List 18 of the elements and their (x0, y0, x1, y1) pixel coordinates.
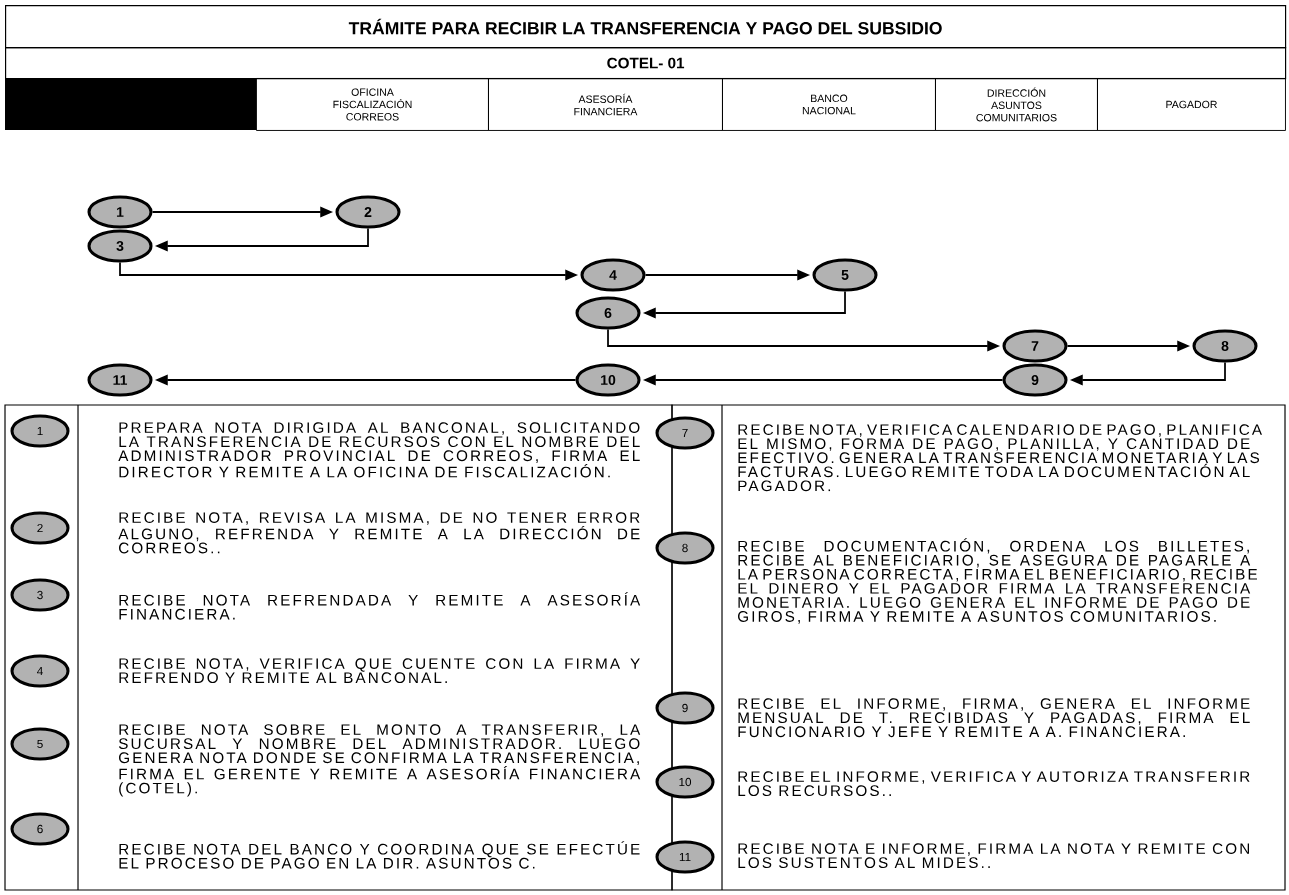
step-description: RECIBE DOCUMENTACIÓN, ORDENA LOS BILLETES, RECIBE AL BENEFICIARIO, SE ASEGURA DE PAGARLE A LA PERSONA CORRECTA, FIRMA EL BENEFICIARIO, RECIBE EL DINERO Y EL PAGADOR FIRMA LA TRANSFERENCIA MONETARIA. LUEGO GENERA EL INFORME DE PAGO DE GIROS, FIRMA Y REMITE A ASUNTOS COMUNITARIOS. (738, 538, 1257, 624)
step-description: RECIBE NOTA DEL BANCO Y COORDINA QUE SE EFECTÚE EL PROCESO DE PAGO EN LA DIR. ASUNTOS C. (119, 841, 640, 869)
step-description: RECIBE NOTA, VERIFICA QUE CUENTE CON LA FIRMA Y REFRENDO Y REMITE AL BANCONAL. (119, 658, 640, 684)
step-description: RECIBE NOTA SOBRE EL MONTO A TRANSFERIR, LA SUCURSAL Y NOMBRE DEL ADMINISTRADOR. LUEGO GENERA NOTA DONDE SE CONFIRMA LA TRANSFERENCIA, FIRMA EL GERENTE Y REMITE A ASESORÍA FINANCIERA (COTEL). (118, 724, 641, 797)
code-cell: COTEL- 01 (5, 47, 1287, 80)
title-cell: TRÁMITE PARA RECIBIR LA TRANSFERENCIA Y PAGO DEL SUBSIDIO (5, 5, 1287, 49)
step-description: RECIBE NOTA REFRENDADA Y REMITE A ASESORÍA FINANCIERA. (119, 592, 641, 620)
step-description: PREPARA NOTA DIRIGIDA AL BANCONAL, SOLICITANDO LA TRANSFERENCIA DE RECURSOS CON EL NOMBRE DEL ADMINISTRADOR PROVINCIAL DE CORREOS, FIRMA EL DIRECTOR Y REMITE A LA OFICINA DE FISCALIZACIÓN. (118, 422, 640, 478)
lane-header: DIRECCIÓN ASUNTOS COMUNITARIOS (935, 78, 1098, 131)
step-description: RECIBE EL INFORME, FIRMA, GENERA EL INFORME MENSUAL DE T. RECIBIDAS Y PAGADAS, FIRMA EL FUNCIONARIO Y JEFE Y REMITE A A. FINANCIERA. (738, 698, 1250, 738)
step-description: RECIBE NOTA, REVISA LA MISMA, DE NO TENER ERROR ALGUNO, REFRENDA Y REMITE A LA DIRECCIÓN DE CORREOS.. (118, 512, 640, 554)
lane-header: ASESORÍA FINANCIERA (488, 78, 723, 131)
step-description: RECIBE NOTA E INFORME, FIRMA LA NOTA Y REMITE CON LOS SUSTENTOS AL MIDES.. (738, 843, 1249, 869)
lane-header: PAGADOR (1097, 78, 1286, 131)
lane-header: BANCO NACIONAL (722, 78, 936, 131)
lane-header: OFICINA FISCALIZACIÓN CORREOS (256, 78, 489, 131)
step-description: RECIBE NOTA, VERIFICA CALENDARIO DE PAGO, PLANIFICA EL MISMO, FORMA DE PAGO, PLANILLA, Y CANTIDAD DE EFECTIVO. GENERA LA TRANSFERENCIA MONETARIA Y LAS FACTURAS. LUEGO REMITE TODA LA DOCUMENTACIÓN AL PAGADOR. (738, 424, 1262, 492)
step-description: RECIBE EL INFORME, VERIFICA Y AUTORIZA TRANSFERIR LOS RECURSOS.. (738, 771, 1250, 797)
